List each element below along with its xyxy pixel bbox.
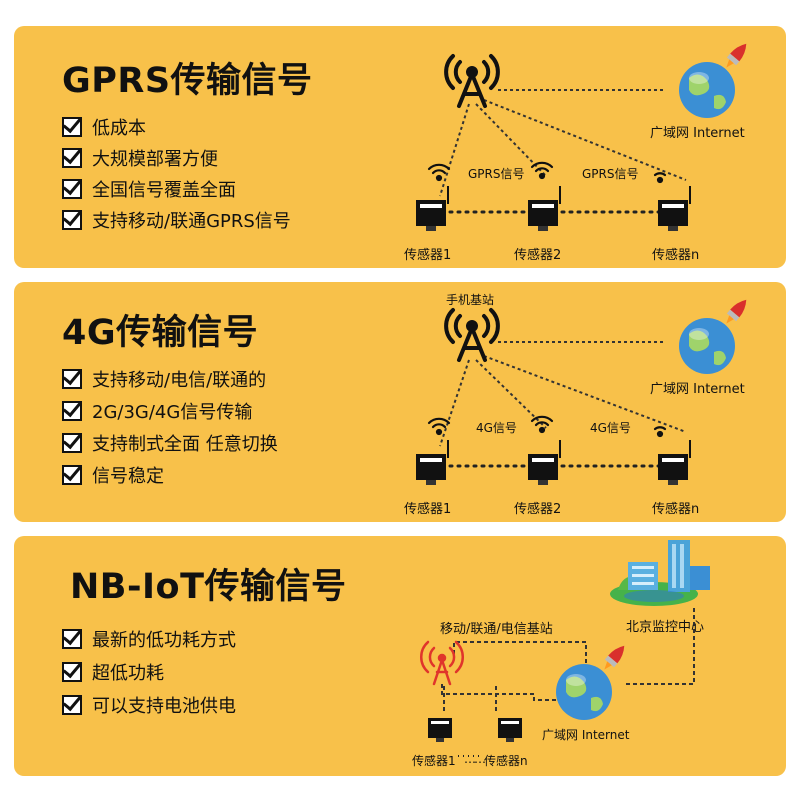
sensor-device-icon	[528, 186, 561, 231]
nbiot-panel: NB-IoT传输信号 最新的低功耗方式 超低功耗 可以支持电池供电	[14, 536, 786, 776]
sensor-separator: ……	[464, 752, 486, 766]
wifi-icon	[530, 415, 554, 434]
panel-title: GPRS传输信号	[62, 61, 313, 101]
center-label: 北京监控中心	[626, 620, 705, 635]
globe-icon	[556, 664, 612, 720]
antenna-tower-icon	[419, 640, 465, 686]
sensor-label: 传感器1	[412, 754, 456, 768]
tower-label: 手机基站	[446, 293, 495, 307]
sensor-device-icon	[658, 440, 691, 485]
feature-item: 全国信号覆盖全面	[62, 176, 236, 202]
check-icon	[62, 117, 82, 137]
sensor-label: 传感器1	[404, 502, 452, 517]
signal-label: GPRS信号	[582, 167, 639, 181]
rocket-icon	[726, 43, 747, 68]
sensor-label: 传感器1	[404, 248, 452, 263]
wifi-icon	[530, 161, 554, 180]
panel-title: 4G传输信号	[62, 313, 259, 353]
internet-label: 广域网 Internet	[650, 126, 745, 141]
sensor-label: 传感器n	[652, 248, 700, 263]
signal-label: 4G信号	[590, 421, 631, 435]
sensor-label: 传感器2	[514, 248, 562, 263]
wifi-icon	[653, 172, 667, 184]
check-icon	[62, 179, 82, 199]
feature-item: 支持移动/电信/联通的	[62, 366, 266, 392]
wifi-icon	[653, 426, 667, 438]
rocket-icon	[726, 299, 747, 324]
network-links	[441, 606, 695, 714]
feature-item: 超低功耗	[62, 659, 164, 685]
antenna-tower-icon	[444, 54, 500, 108]
wifi-icon	[427, 163, 451, 182]
rocket-icon	[604, 645, 625, 670]
signal-label: 4G信号	[476, 421, 517, 435]
wifi-icon	[427, 417, 451, 436]
feature-item: 低成本	[62, 114, 146, 140]
check-icon	[62, 662, 82, 682]
sensor-device-icon	[658, 186, 691, 231]
antenna-tower-icon	[444, 308, 500, 362]
signal-label: GPRS信号	[468, 167, 525, 181]
sensor-label: 传感器n	[484, 754, 528, 768]
sensor-device-icon	[416, 440, 449, 485]
feature-item: 支持移动/联通GPRS信号	[62, 207, 291, 233]
network-links	[439, 341, 687, 447]
feature-item: 2G/3G/4G信号传输	[62, 398, 252, 424]
sensor-label: 传感器n	[652, 502, 700, 517]
network-links	[439, 89, 687, 197]
feature-item: 支持制式全面 任意切换	[62, 430, 278, 456]
internet-label: 广域网 Internet	[542, 728, 630, 742]
check-icon	[62, 148, 82, 168]
feature-item: 大规模部署方便	[62, 145, 218, 171]
check-icon	[62, 210, 82, 230]
sensor-device-icon	[428, 718, 452, 742]
city-building-icon	[610, 540, 710, 606]
gprs-network-diagram	[416, 43, 747, 231]
panel-title: NB-IoT传输信号	[70, 567, 347, 607]
feature-item: 信号稳定	[62, 462, 164, 488]
check-icon	[62, 629, 82, 649]
sensor-device-icon	[528, 440, 561, 485]
check-icon	[62, 369, 82, 389]
check-icon	[62, 465, 82, 485]
sensor-label: 传感器2	[514, 502, 562, 517]
sensor-device-icon	[498, 718, 522, 742]
station-label: 移动/联通/电信基站	[440, 622, 553, 637]
check-icon	[62, 401, 82, 421]
check-icon	[62, 695, 82, 715]
4g-network-diagram	[416, 299, 747, 485]
4g-panel: 4G传输信号 支持移动/电信/联通的 2G/3G/4G信号传输 支持制式全面 任…	[14, 282, 786, 522]
feature-item: 可以支持电池供电	[62, 692, 236, 718]
check-icon	[62, 433, 82, 453]
globe-icon	[679, 62, 735, 118]
gprs-panel: GPRS传输信号 低成本 大规模部署方便 全国信号覆盖全面 支持移动/联通GPR…	[14, 26, 786, 268]
nbiot-network-diagram	[419, 540, 710, 757]
globe-icon	[679, 318, 735, 374]
internet-label: 广域网 Internet	[650, 382, 745, 397]
sensor-device-icon	[416, 186, 449, 231]
feature-item: 最新的低功耗方式	[62, 626, 236, 652]
